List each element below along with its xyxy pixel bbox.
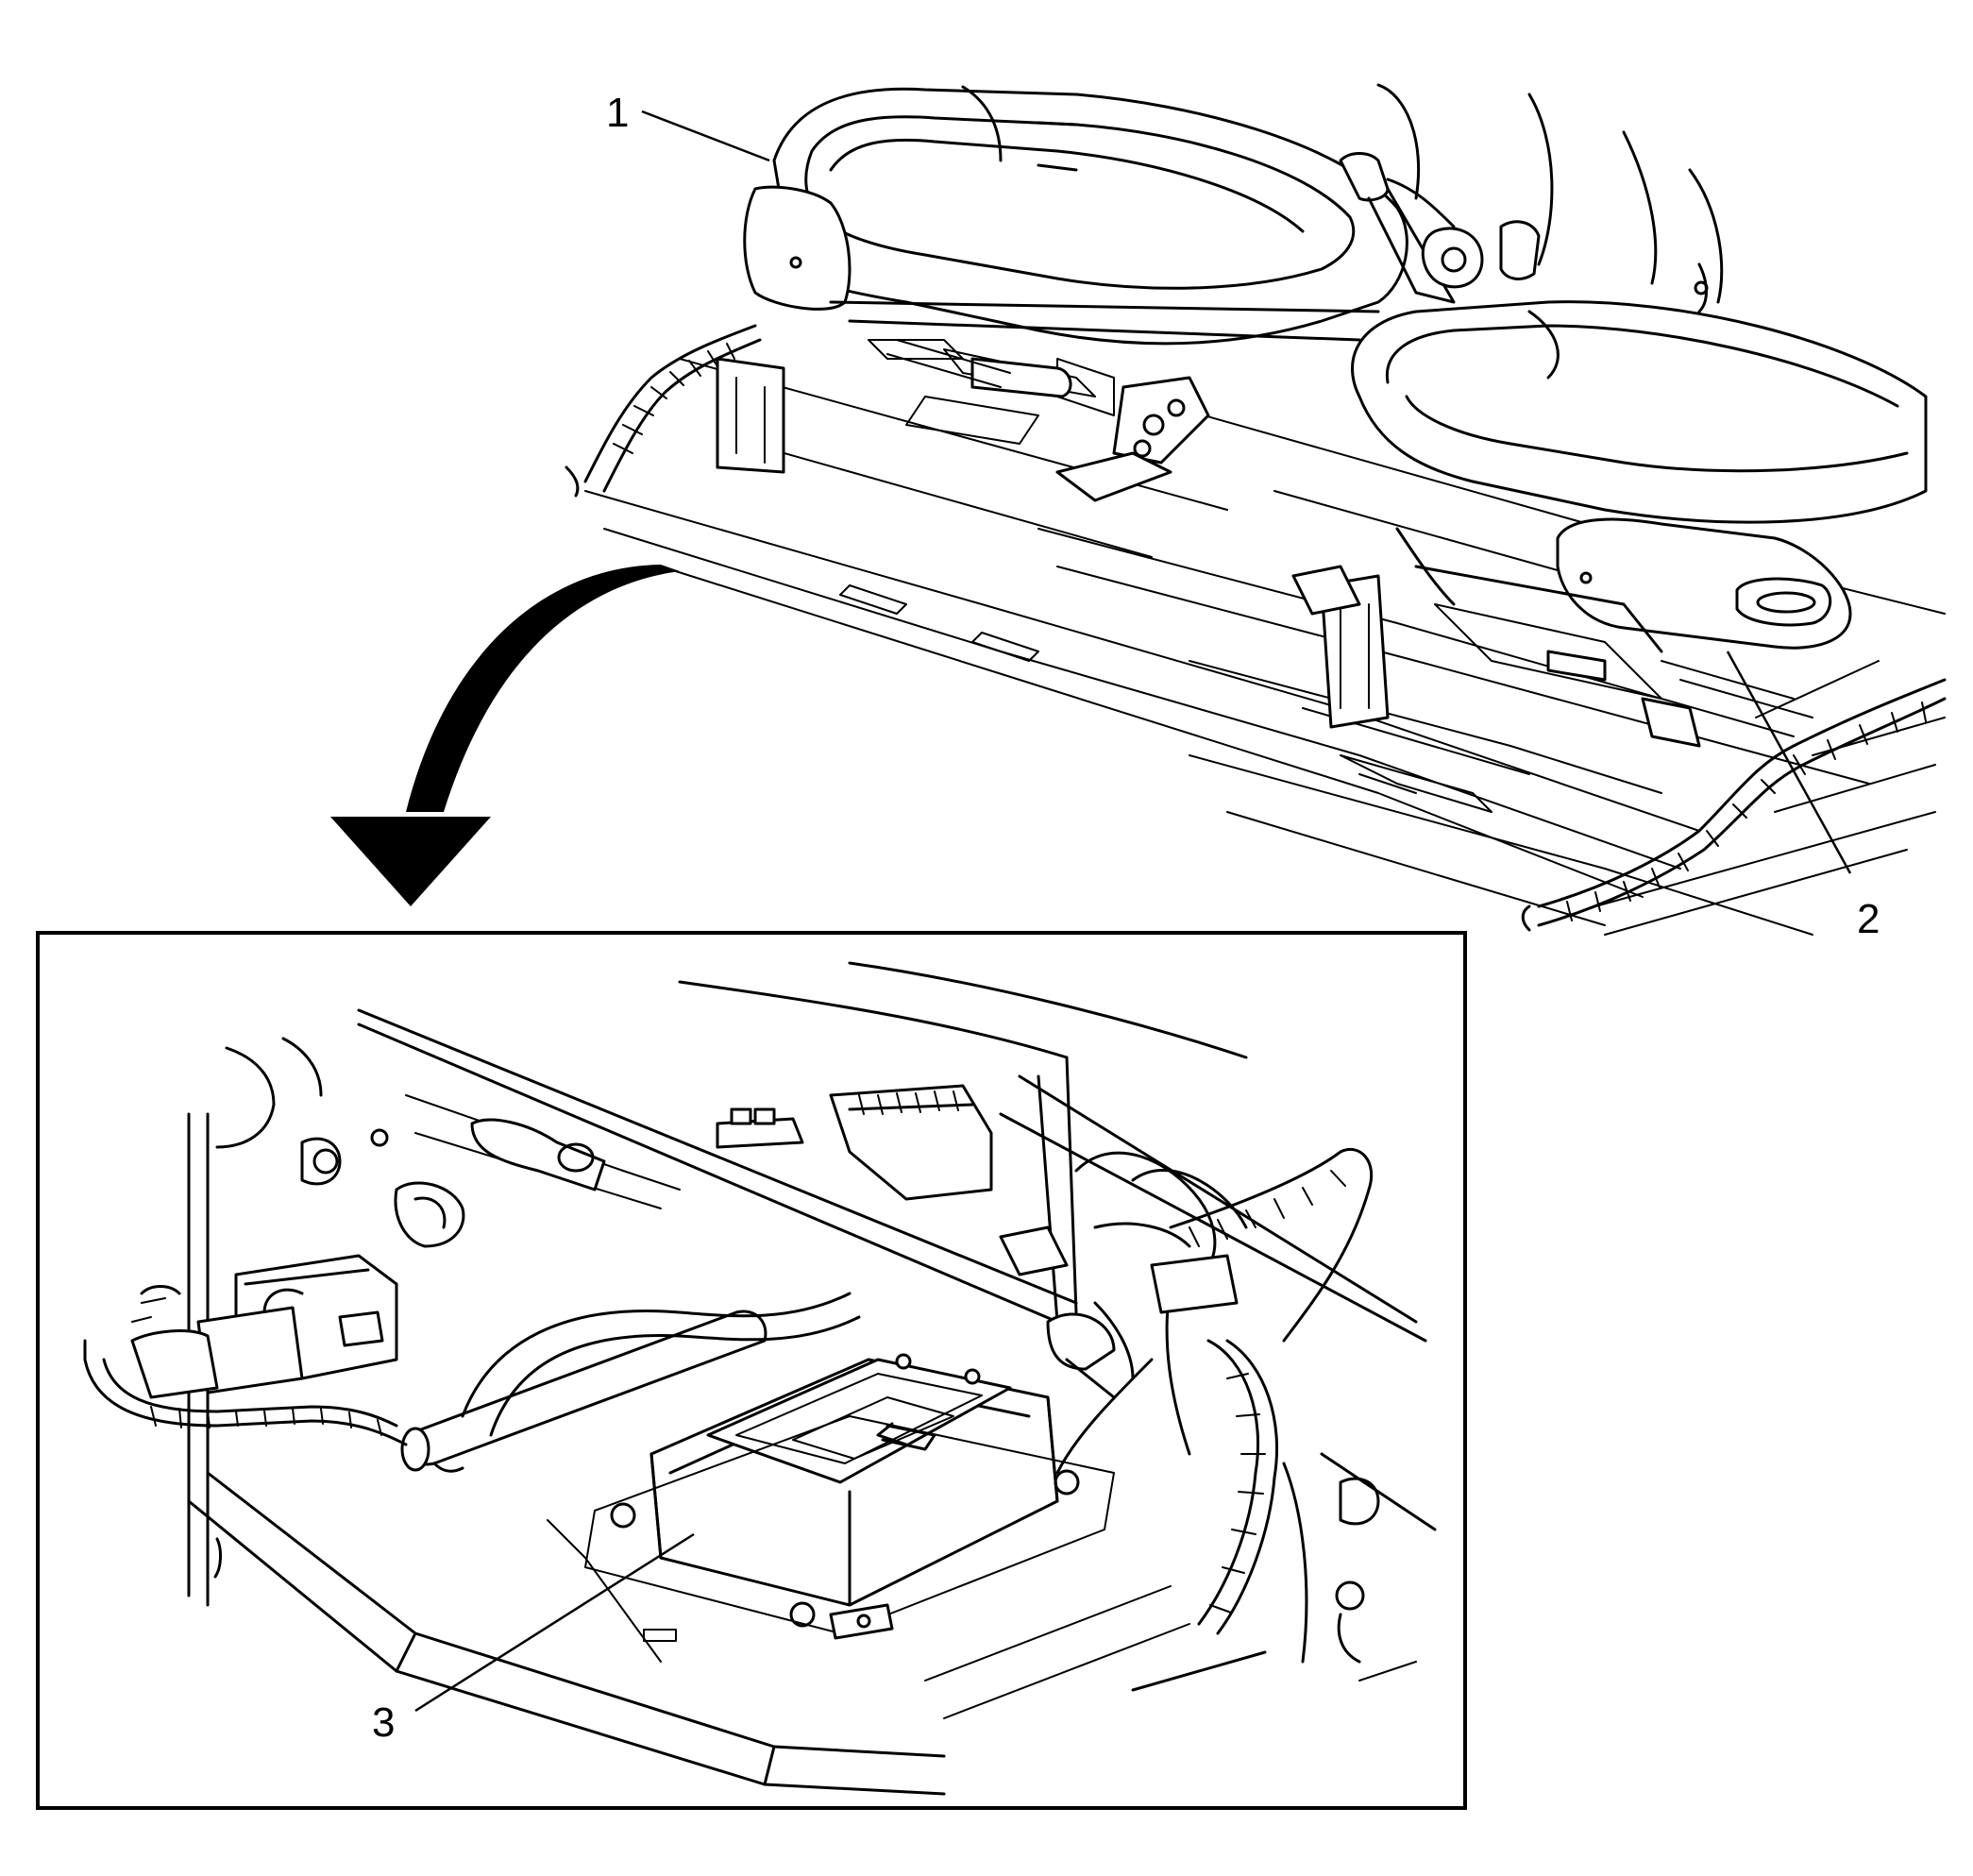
seat-2 — [1291, 300, 1928, 748]
seat-1 — [716, 85, 1408, 502]
harness-seat-1 — [565, 324, 762, 498]
curved-arrow-icon — [330, 565, 680, 906]
harness-seat-2 — [1521, 660, 1947, 932]
callout-1: 1 — [606, 90, 630, 136]
callout-3: 3 — [372, 1699, 396, 1746]
detail-inset — [36, 931, 1467, 1810]
leader-line-1 — [641, 110, 770, 162]
sensing-module — [584, 1353, 1115, 1634]
seat-floor-overview — [565, 83, 1947, 936]
leader-line-2 — [1726, 651, 1852, 874]
center-console — [1339, 83, 1724, 313]
leader-line-3 — [414, 1532, 695, 1713]
callout-2: 2 — [1857, 896, 1880, 942]
